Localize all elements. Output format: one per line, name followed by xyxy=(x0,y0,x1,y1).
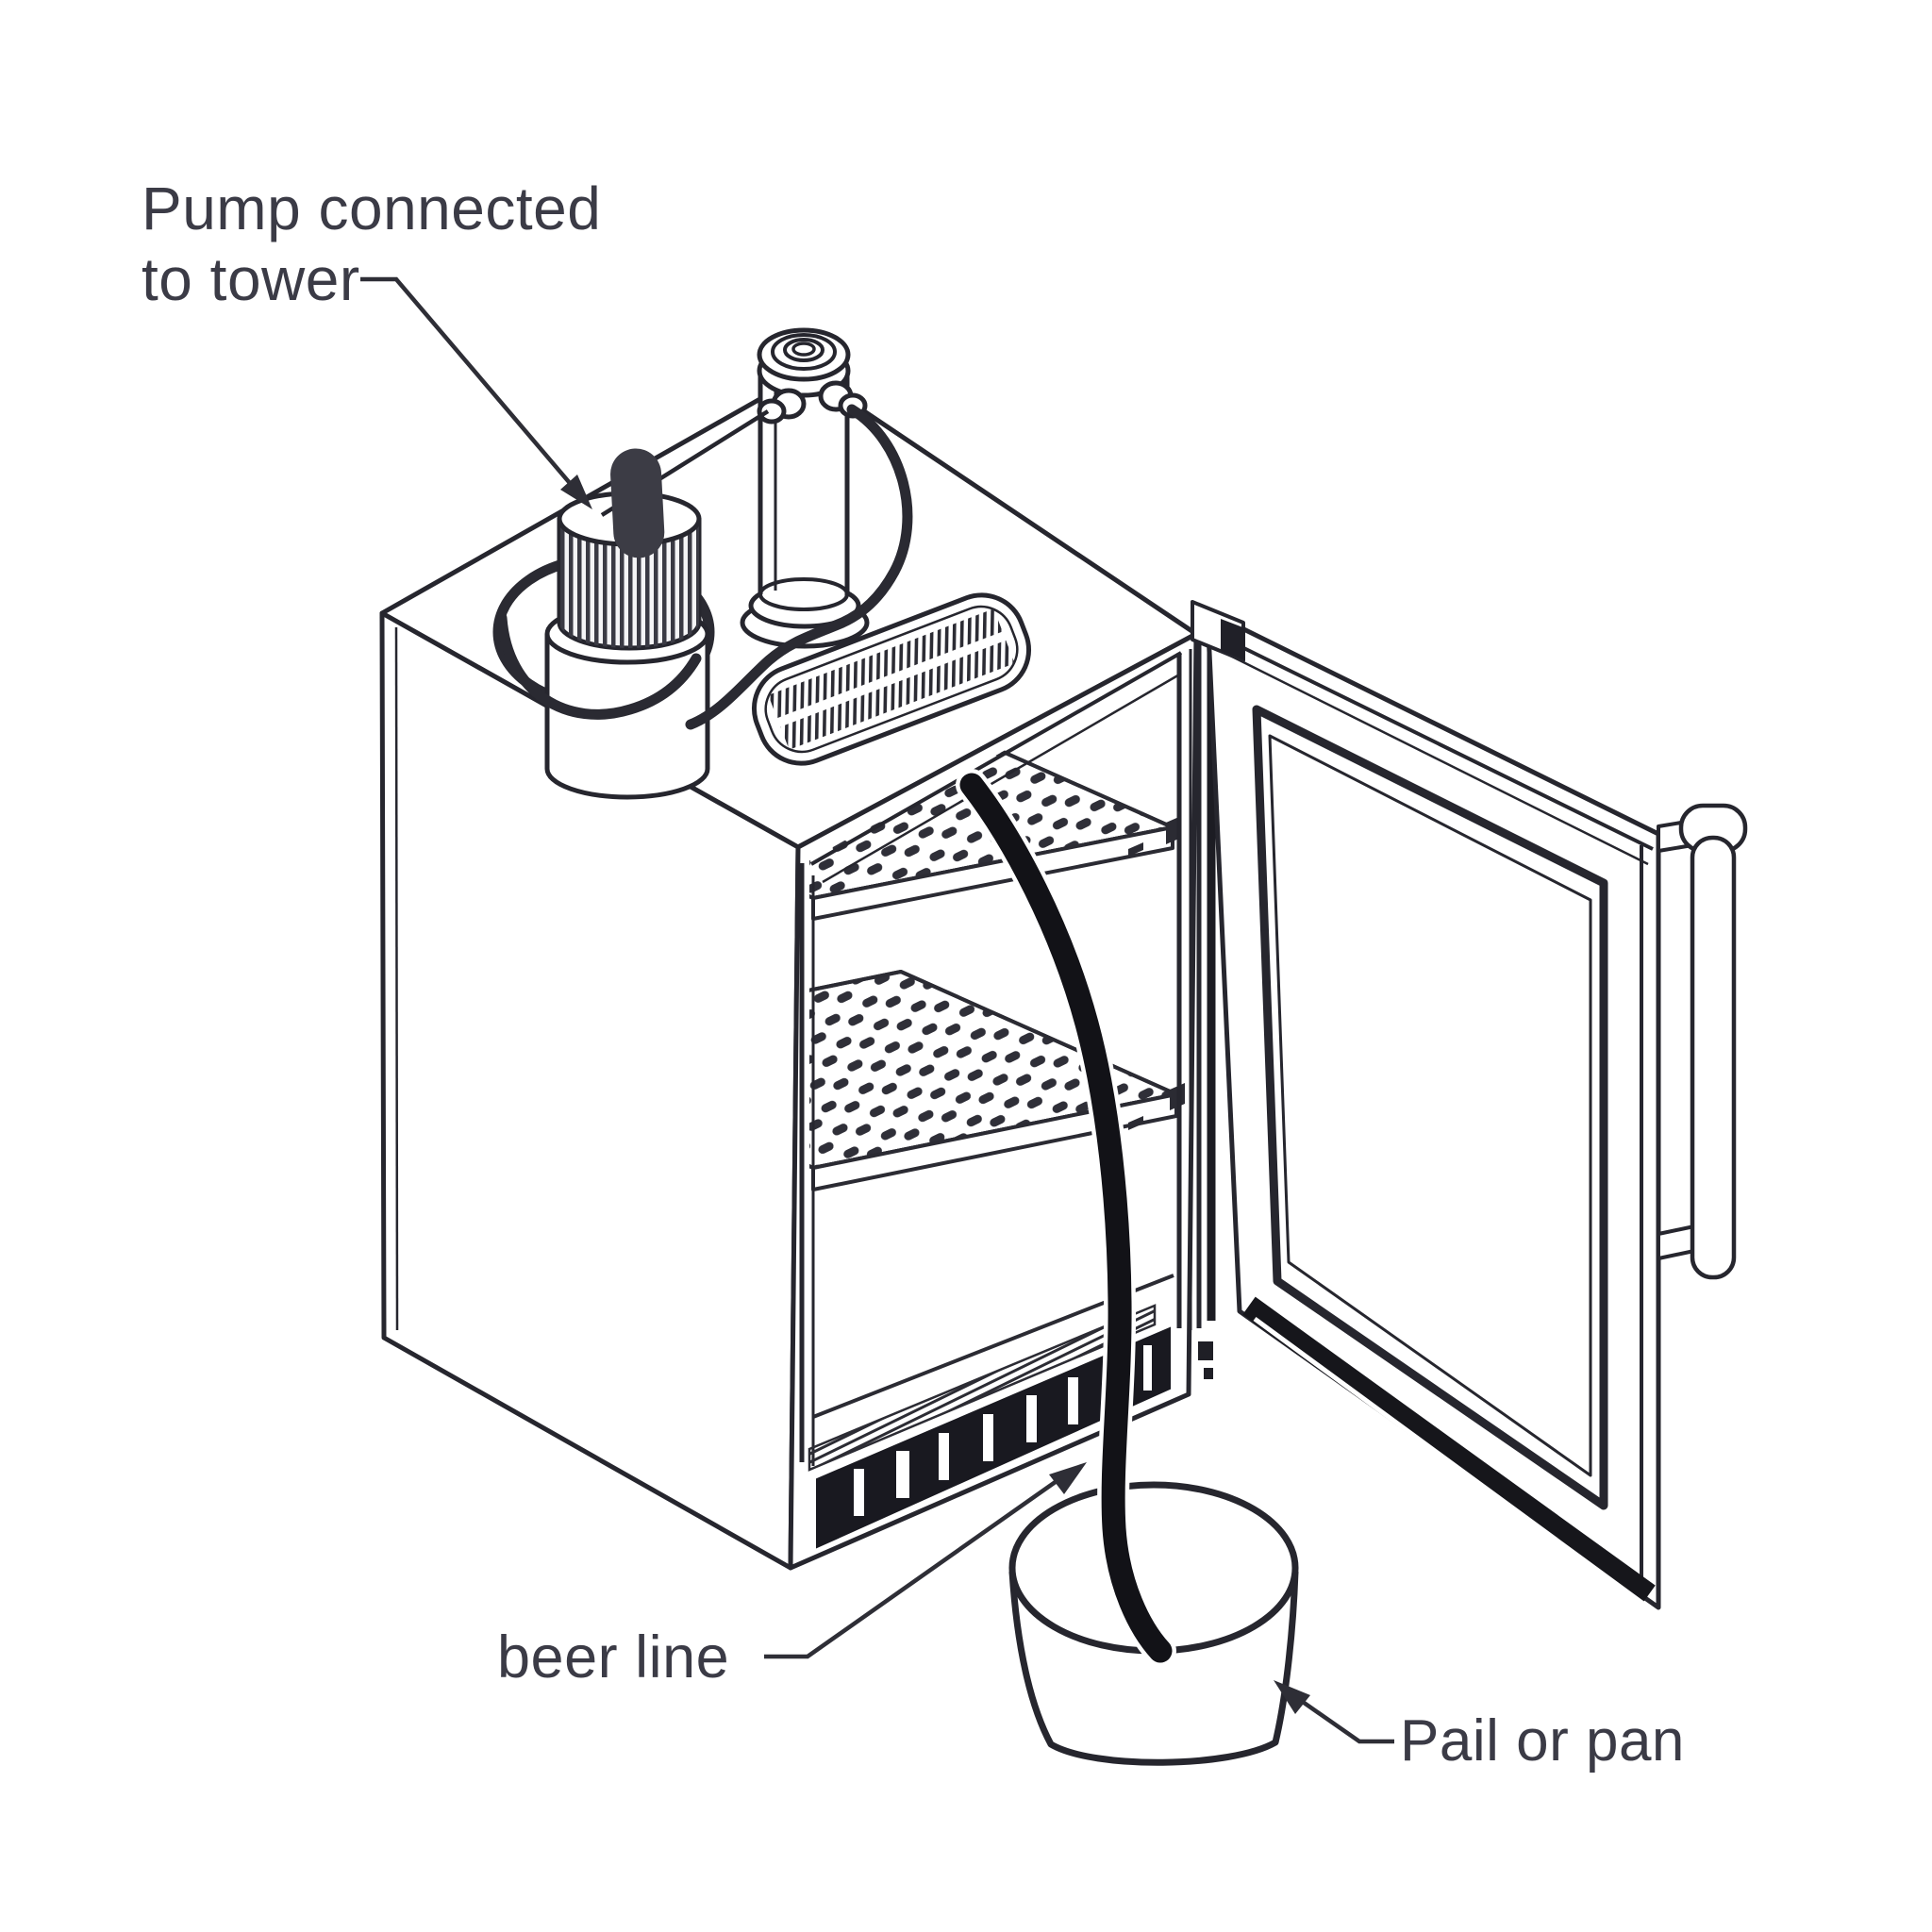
door-hinge-bottom xyxy=(1198,1341,1213,1360)
leader-pump xyxy=(360,276,582,497)
kick-vent-grille xyxy=(816,1326,1171,1549)
tap-tower xyxy=(740,327,870,649)
wall-bolt-1 xyxy=(1128,842,1143,857)
leader-pail xyxy=(1289,1691,1394,1744)
label-pail: Pail or pan xyxy=(1400,1708,1685,1774)
door-handle-bar xyxy=(1690,835,1737,1280)
arrowhead-pail xyxy=(1274,1680,1310,1714)
doorway-top-edge xyxy=(810,651,1182,866)
door-sill-gasket xyxy=(808,1304,1157,1472)
leaders xyxy=(360,276,1394,1744)
wall-bolt-2 xyxy=(1128,1116,1143,1130)
hose-pump-to-tower xyxy=(685,404,913,730)
left-edge-inner-line xyxy=(394,626,399,1331)
cabinet-door xyxy=(1191,600,1748,1610)
top-vent-grille xyxy=(751,592,1032,766)
cleaning-pump xyxy=(544,409,770,800)
label-pump-line2: to tower xyxy=(142,245,360,313)
tower-cap-hole xyxy=(791,341,816,357)
door-bottom-gasket xyxy=(1242,1296,1656,1604)
door-glass xyxy=(1252,705,1608,1510)
pump-hose-front-arc xyxy=(496,612,702,720)
beer-line-tube xyxy=(956,769,1176,1667)
doorway-frame xyxy=(799,649,1192,1466)
leader-beer-line xyxy=(764,1473,1068,1659)
door-handle-bracket-bottom xyxy=(1657,1224,1696,1260)
label-beer-line: beer line xyxy=(497,1624,729,1690)
label-pump-line1: Pump connected xyxy=(142,175,601,242)
shelf-lower xyxy=(809,970,1185,1191)
arrowhead-pump xyxy=(560,475,592,509)
arrowhead-beer-line xyxy=(1049,1462,1087,1494)
pump-handle xyxy=(610,448,665,558)
tower-base-collar xyxy=(758,577,849,611)
